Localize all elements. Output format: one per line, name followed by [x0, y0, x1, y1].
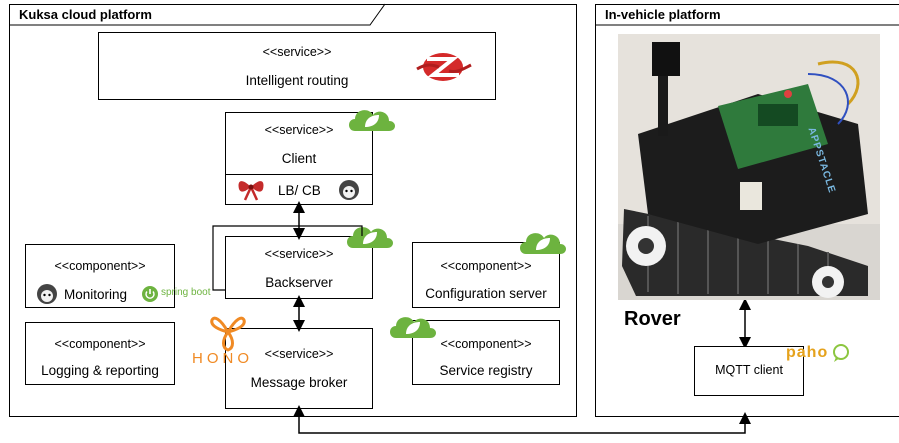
stereotype-label: <<service>> — [262, 45, 332, 59]
component-name: Monitoring — [64, 287, 128, 302]
hono-logo-text: HONO — [192, 350, 253, 367]
spring-boot-power-icon — [142, 286, 158, 302]
spring-boot-text: spring boot — [161, 287, 211, 298]
paho-logo-text: paho — [786, 344, 829, 361]
service-name: Client — [281, 151, 317, 166]
paho-speech-bubble-icon — [833, 344, 849, 362]
spring-cloud-icon — [347, 227, 393, 248]
client-service[interactable]: <<service>> Client LB/ CB — [225, 112, 373, 205]
ribbon-icon — [238, 181, 264, 201]
vehicle-platform-title: In-vehicle platform — [605, 7, 721, 22]
service-registry-component[interactable]: <<component>> Service registry — [412, 320, 560, 385]
hystrix-porcupine-icon — [339, 180, 359, 200]
service-name: Intelligent routing — [245, 73, 349, 88]
component-name: MQTT client — [715, 363, 783, 377]
spring-cloud-icon — [349, 110, 395, 131]
rover-photo: APPSTACLE — [618, 34, 880, 300]
stereotype-label: <<component>> — [440, 259, 532, 273]
cloud-platform-title: Kuksa cloud platform — [19, 7, 152, 22]
logging-reporting-component[interactable]: <<component>> Logging & reporting — [25, 322, 175, 385]
stereotype-label: <<component>> — [440, 337, 532, 351]
hystrix-porcupine-icon — [37, 284, 57, 304]
service-name: Message broker — [250, 375, 348, 390]
component-name: Logging & reporting — [41, 363, 159, 378]
message-broker-service[interactable]: <<service>> Message broker — [225, 328, 373, 409]
service-name: Backserver — [265, 275, 333, 290]
intelligent-routing-service[interactable]: <<service>> Intelligent routing — [98, 32, 496, 100]
lb-cb-label: LB/ CB — [278, 183, 321, 198]
stereotype-label: <<component>> — [54, 259, 146, 273]
stereotype-label: <<service>> — [264, 123, 334, 137]
component-name: Service registry — [439, 363, 533, 378]
hono-logo-icon — [210, 316, 246, 352]
component-name: Configuration server — [425, 286, 547, 301]
mqtt-client-component[interactable]: MQTT client — [694, 346, 804, 396]
stereotype-label: <<component>> — [54, 337, 146, 351]
rover-label: Rover — [624, 308, 681, 330]
zuul-logo-icon — [416, 53, 472, 81]
stereotype-label: <<service>> — [264, 347, 334, 361]
spring-cloud-icon — [520, 233, 566, 254]
rover-robot-image — [618, 34, 880, 300]
client-divider — [226, 174, 372, 175]
spring-cloud-icon — [390, 317, 436, 338]
monitoring-component[interactable]: <<component>> Monitoring — [25, 244, 175, 308]
